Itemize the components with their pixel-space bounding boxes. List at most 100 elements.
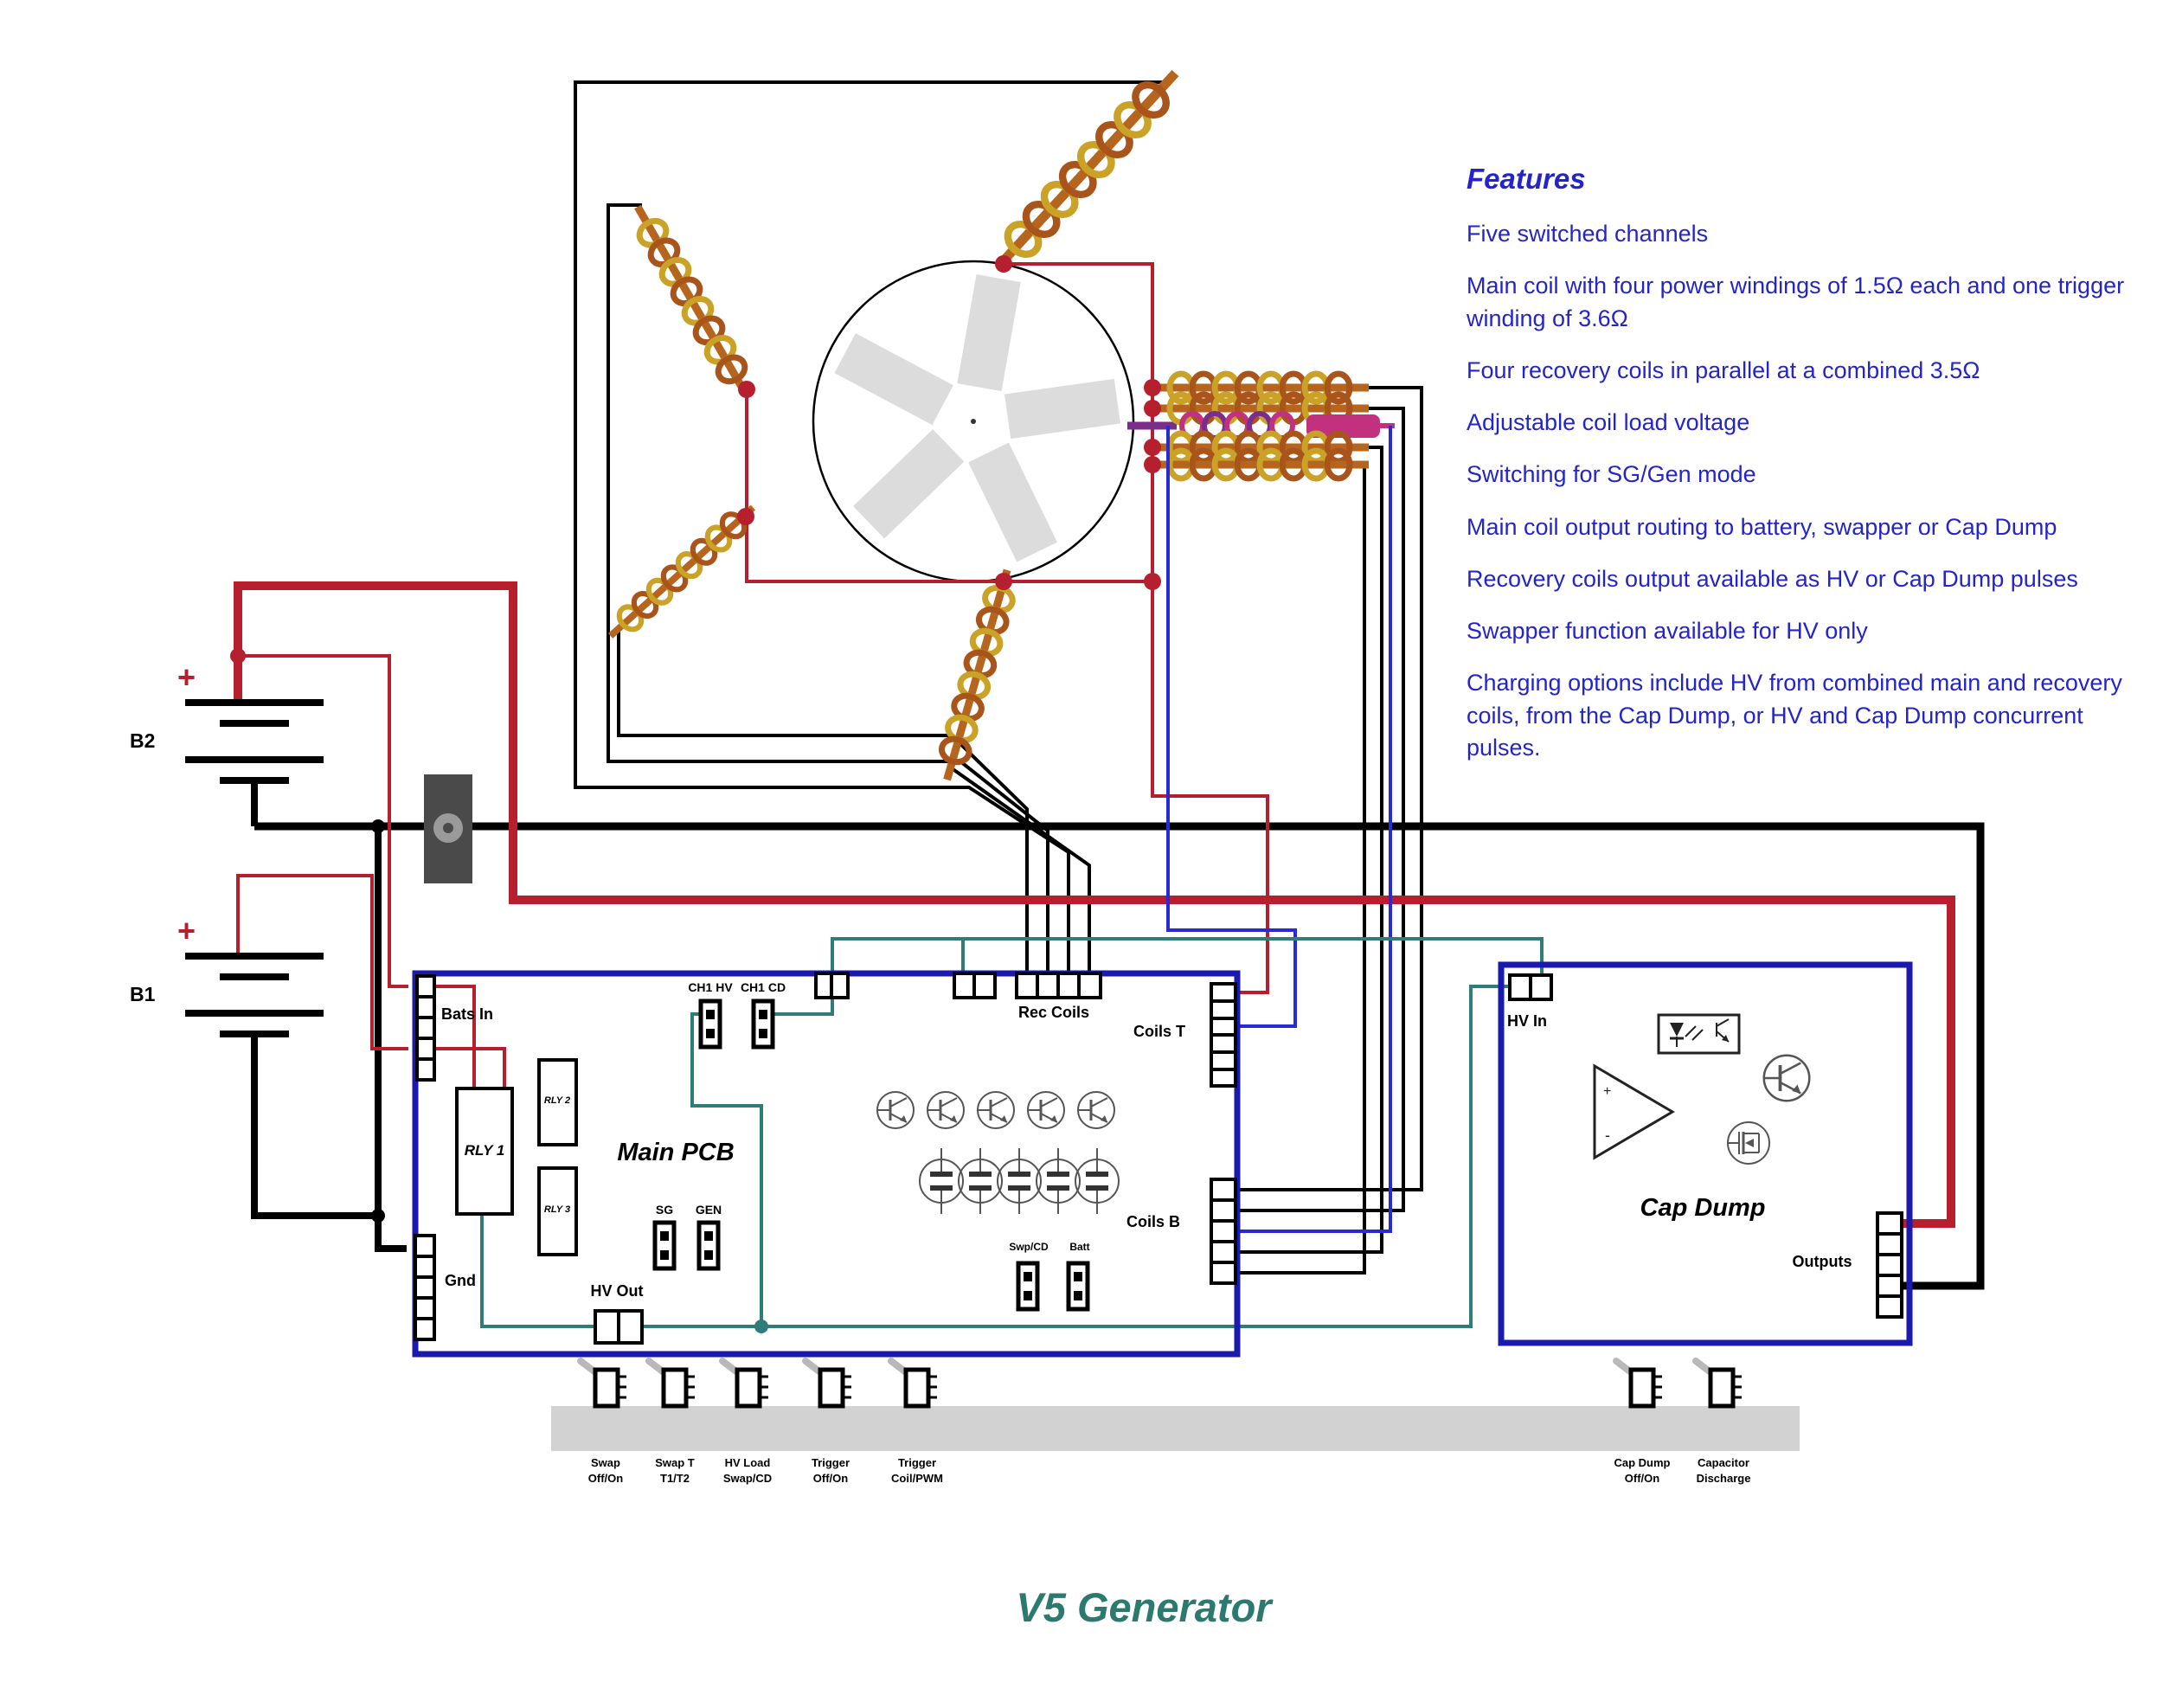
switch-label-line: Off/On xyxy=(587,1472,624,1485)
mounting-bar xyxy=(551,1406,1800,1451)
rly1-label: RLY 1 xyxy=(464,1142,505,1159)
relay-2-box xyxy=(537,1058,578,1146)
switch-label-line: Swap xyxy=(591,1456,620,1469)
trigger-coil-pwm-switch[interactable] xyxy=(891,1361,937,1406)
ch1-hv-jumper[interactable] xyxy=(701,1001,720,1047)
trigger-mode-switch-label: Trigger Coil/PWM xyxy=(891,1455,943,1486)
battery-b1-symbol xyxy=(185,953,324,1043)
rec-coils-label: Rec Coils xyxy=(1017,1004,1090,1021)
channel-capacitors xyxy=(920,1148,1119,1214)
main-pcb-board xyxy=(412,970,1241,1358)
aux-connector xyxy=(814,972,850,999)
swap-t-switch[interactable] xyxy=(649,1361,695,1406)
feature-item: Adjustable coil load voltage xyxy=(1467,409,1750,435)
opamp-plus-sign: + xyxy=(1603,1084,1611,1099)
junction-dot xyxy=(754,1320,768,1333)
trigger-off-on-switch[interactable] xyxy=(806,1361,851,1406)
current-sensor xyxy=(424,774,472,883)
gen-jumper[interactable] xyxy=(699,1223,718,1268)
b1-plus-sign: + xyxy=(177,913,196,948)
gnd-connector xyxy=(414,1234,436,1341)
features-panel: Features Five switched channels Main coi… xyxy=(1467,163,2128,784)
trigger-switch-label: Trigger Off/On xyxy=(812,1455,850,1486)
hv-load-switch-label: HV Load Swap/CD xyxy=(723,1455,772,1486)
switch-label-line: Trigger xyxy=(811,1456,850,1469)
capacitor-discharge-switch[interactable] xyxy=(1696,1361,1742,1406)
ch1-cd-label: CH1 CD xyxy=(740,980,786,994)
switch-label-line: Off/On xyxy=(1624,1472,1660,1485)
coil-upper-left xyxy=(626,200,759,402)
cap-dump-switch[interactable] xyxy=(1616,1361,1662,1406)
coil-lower-left xyxy=(602,498,761,645)
swap-switch[interactable] xyxy=(581,1361,626,1406)
features-title: Features xyxy=(1467,163,1586,195)
page-title: V5 Generator xyxy=(1016,1584,1272,1630)
swp-cd-jumper[interactable] xyxy=(1018,1263,1037,1309)
coil-upper-right xyxy=(986,62,1188,278)
swap-t-switch-label: Swap T T1/T2 xyxy=(655,1455,695,1486)
feature-item: Main coil output routing to battery, swa… xyxy=(1467,513,2057,540)
bats-in-connector xyxy=(415,974,436,1082)
switch-label-line: Capacitor xyxy=(1698,1456,1749,1469)
coils-b-label: Coils B xyxy=(1126,1213,1181,1230)
channel-transistors xyxy=(876,1090,1116,1130)
batt-jumper[interactable] xyxy=(1069,1263,1088,1309)
trigger-blue-wires xyxy=(1166,426,1392,1233)
battery-sense-wires xyxy=(236,654,506,1088)
relay-1-box xyxy=(455,1087,514,1216)
hv-teal-wires xyxy=(480,937,1544,1328)
dump-transistor-symbol xyxy=(1762,1053,1812,1103)
opamp-symbol: + - xyxy=(1593,1063,1675,1160)
feature-item: Four recovery coils in parallel at a com… xyxy=(1467,356,1980,383)
outputs-label: Outputs xyxy=(1792,1253,1852,1270)
feature-item: Switching for SG/Gen mode xyxy=(1467,461,1756,488)
rly3-label: RLY 3 xyxy=(543,1204,571,1215)
cap-dump-switch-label: Cap Dump Off/On xyxy=(1614,1455,1671,1486)
positive-bus-wire xyxy=(234,581,1955,1228)
battery-b1-label: B1 xyxy=(130,983,156,1005)
ch1-cd-jumper[interactable] xyxy=(754,1001,773,1047)
switch-label-line: Swap/CD xyxy=(722,1472,773,1485)
switch-label-line: HV Load xyxy=(724,1456,771,1469)
outputs-connector xyxy=(1876,1211,1903,1319)
gnd-label: Gnd xyxy=(445,1272,476,1289)
junction-dot xyxy=(230,648,246,664)
coils-t-label: Coils T xyxy=(1133,1023,1186,1040)
junction-dot xyxy=(371,819,385,833)
optocoupler-symbol xyxy=(1657,1013,1741,1055)
rly2-label: RLY 2 xyxy=(543,1095,571,1106)
relay-3-box xyxy=(537,1166,578,1256)
switch-label-line: T1/T2 xyxy=(660,1472,690,1485)
battery-b2-symbol xyxy=(185,699,324,789)
main-pcb-title: Main PCB xyxy=(617,1139,735,1166)
sg-jumper[interactable] xyxy=(655,1223,674,1268)
batt-label: Batt xyxy=(1069,1241,1090,1253)
switch-label-line: Swap T xyxy=(655,1456,695,1469)
feature-item: Five switched channels xyxy=(1467,221,1709,247)
hv-out-label: HV Out xyxy=(590,1282,644,1300)
swp-cd-label: Swp/CD xyxy=(1009,1241,1049,1253)
switch-label-line: Off/On xyxy=(812,1472,849,1485)
junction-dot xyxy=(371,1209,385,1223)
cap-dump-board xyxy=(1498,961,1913,1346)
feature-item: Swapper function available for HV only xyxy=(1467,618,1868,644)
b2-plus-sign: + xyxy=(177,659,196,695)
swap-switch-label: Swap Off/On xyxy=(588,1455,623,1486)
feature-item: Main coil with four power windings of 1.… xyxy=(1467,273,2125,331)
opamp-minus-sign: - xyxy=(1605,1127,1610,1144)
rotor xyxy=(812,260,1135,583)
switch-label-line: Trigger xyxy=(897,1456,937,1469)
coils-t-connector xyxy=(1210,982,1237,1088)
hv-load-switch[interactable] xyxy=(722,1361,768,1406)
hv-in-label: HV In xyxy=(1507,1012,1548,1030)
cap-dump-title: Cap Dump xyxy=(1640,1194,1766,1222)
switch-label-line: Discharge xyxy=(1696,1472,1751,1485)
mosfet-symbol xyxy=(1727,1121,1770,1165)
sg-label: SG xyxy=(655,1203,674,1217)
capacitor-discharge-switch-label: Capacitor Discharge xyxy=(1697,1455,1751,1486)
coils-b-connector xyxy=(1210,1178,1237,1285)
hv-out-connector xyxy=(594,1309,644,1345)
coil-bottom xyxy=(934,566,1020,783)
